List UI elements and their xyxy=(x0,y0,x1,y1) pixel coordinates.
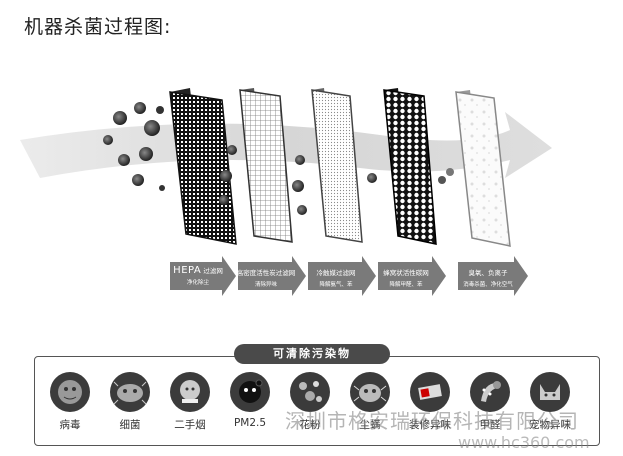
pollutant-formaldehyde: 甲醛 xyxy=(460,372,520,432)
pollen-icon xyxy=(290,372,330,412)
pollutant-bacteria: 细菌 xyxy=(100,372,160,432)
pollutant-pm25: PM2.5 xyxy=(220,372,280,429)
formaldehyde-icon xyxy=(470,372,510,412)
germ-particles xyxy=(103,102,454,215)
bacteria-icon xyxy=(110,372,150,412)
stage-label-hepa: HEPA 过滤网 净化除尘 xyxy=(173,265,223,287)
pollutant-dust-mite: 尘螨 xyxy=(340,372,400,432)
pollutant-pet-odor: 宠物异味 xyxy=(520,372,580,432)
filtration-diagram xyxy=(20,88,552,296)
smoke-icon xyxy=(170,372,210,412)
stage-arrows xyxy=(170,256,528,296)
stage-label-honeycomb: 蜂窝状活性碳网 降解甲醛、苯 xyxy=(383,269,429,288)
hepa-filter xyxy=(169,88,237,245)
dust-mite-icon xyxy=(350,372,390,412)
pet-odor-icon xyxy=(530,372,570,412)
pollutants-header: 可清除污染物 xyxy=(234,344,390,364)
stage-label-cold-catalyst: 冷触媒过滤网 降解氨气、苯 xyxy=(316,269,356,288)
pollutant-pollen: 花粉 xyxy=(280,372,340,432)
virus-icon xyxy=(50,372,90,412)
honeycomb-carbon-filter xyxy=(383,88,437,245)
cold-catalyst-filter xyxy=(311,88,363,243)
watermark-url: www.hc360.com xyxy=(458,433,590,452)
pm25-icon xyxy=(230,372,270,412)
pollutant-decoration-odor: 装修异味 xyxy=(400,372,460,432)
activated-carbon-filter xyxy=(239,88,293,243)
pollutant-smoke: 二手烟 xyxy=(160,372,220,432)
ozone-ion-panel xyxy=(455,90,511,247)
page-title: 机器杀菌过程图: xyxy=(24,16,172,38)
decoration-odor-icon xyxy=(410,372,450,412)
stage-label-ozone: 臭氧、负离子 消毒杀菌、净化空气 xyxy=(463,269,513,288)
pollutant-virus: 病毒 xyxy=(40,372,100,432)
watermark-company: 深圳市格安瑞环保科技有限公司 xyxy=(285,409,579,433)
stage-label-carbon: 高密度活性炭过滤网 清除异味 xyxy=(236,269,296,288)
